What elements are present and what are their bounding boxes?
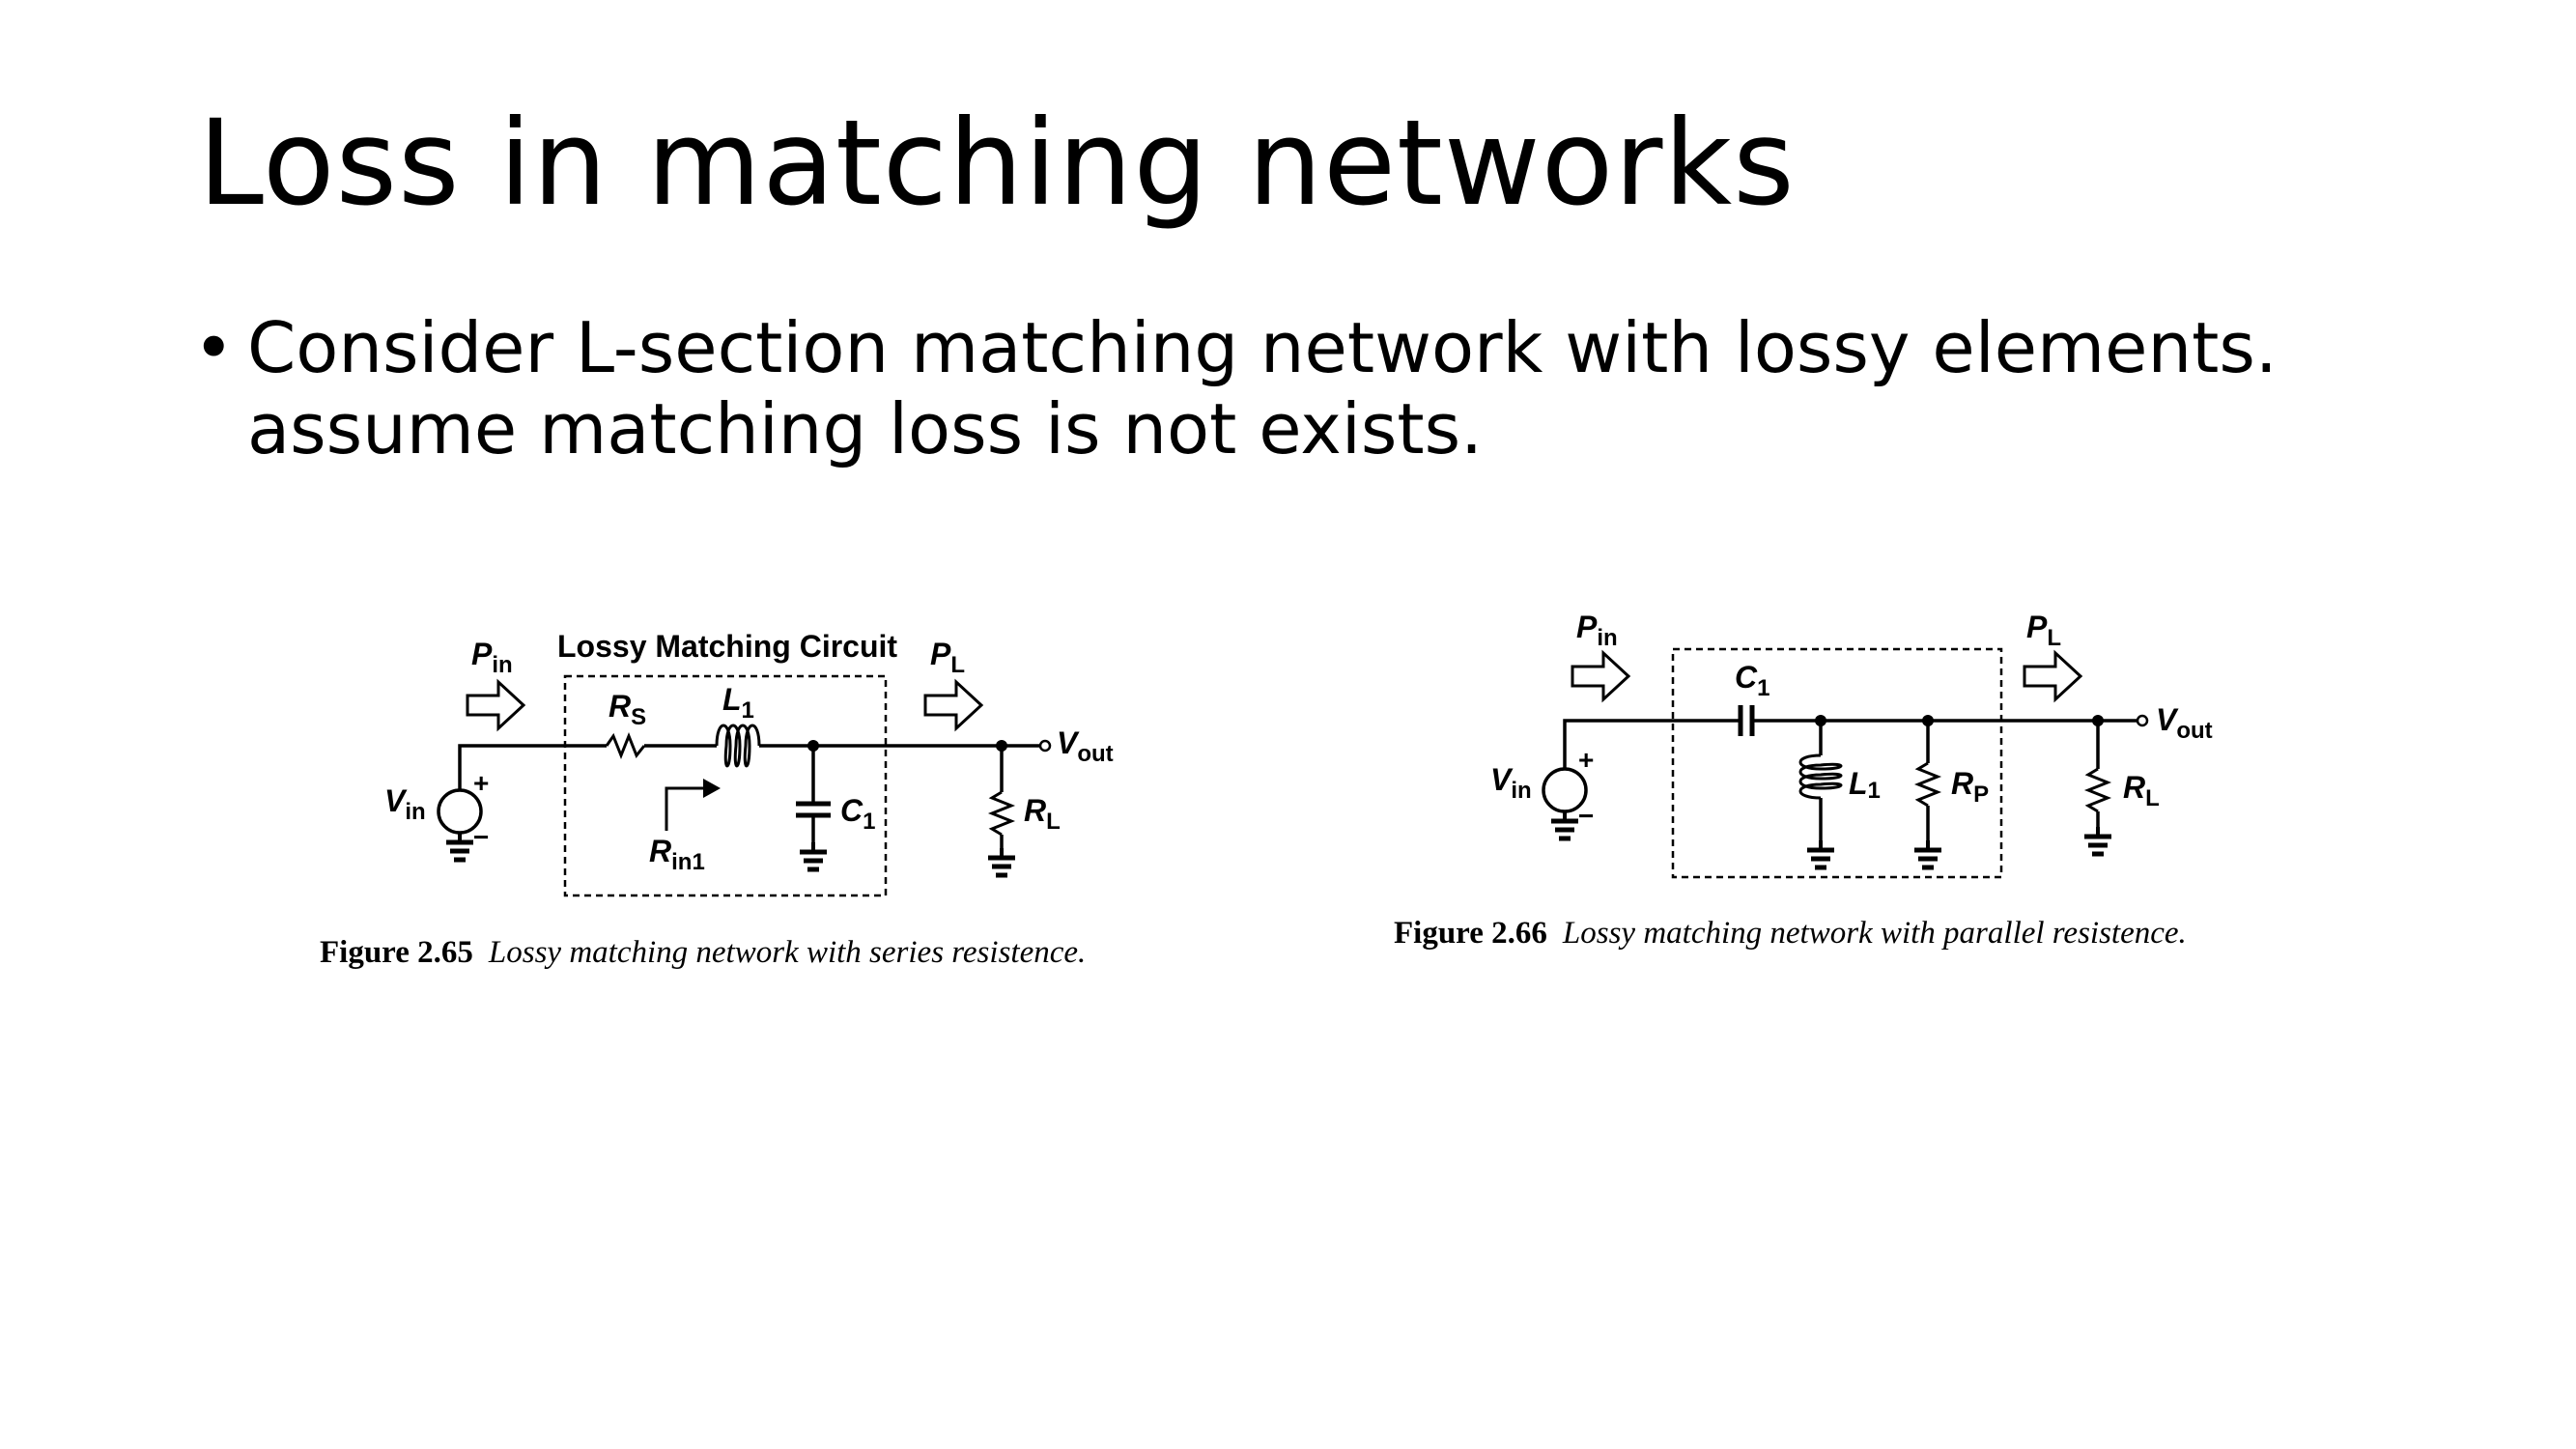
fig2-pl-arrow-icon: [2023, 649, 2083, 703]
fig2-l1-label: L1: [1849, 766, 1881, 804]
fig2-c1-label: C1: [1735, 660, 1769, 701]
fig1-rs-label: RS: [609, 689, 646, 730]
bullet-text: Consider L-section matching network with…: [247, 307, 2278, 469]
fig1-pl-label: PL: [930, 637, 965, 678]
fig1-rin-arrow-icon: [665, 786, 707, 831]
slide-title: Loss in matching networks: [198, 95, 1796, 232]
fig1-vout-label: Vout: [1057, 725, 1114, 767]
fig1-dashed-box: [563, 674, 888, 897]
fig1-rl-label: RL: [1024, 793, 1061, 835]
fig2-plus-sign: +: [1578, 745, 1594, 775]
figure-2-66: Pin PL + − Vin C1 L1 RP: [1394, 610, 2213, 951]
bullet-line-1: Consider L-section matching network with…: [247, 307, 2278, 388]
fig2-rl-ground-icon: [2084, 827, 2111, 854]
figure-2-65: Pin Lossy Matching Circuit PL + − Vin RS…: [320, 629, 1114, 970]
bullet-line-2: assume matching loss is not exists.: [247, 388, 1483, 469]
fig2-inductor-l1-icon: [1798, 753, 1843, 800]
fig1-resistor-rl-icon: [987, 790, 1016, 837]
fig2-vin-label: Vin: [1490, 762, 1532, 804]
fig1-pl-arrow-icon: [923, 678, 984, 732]
fig1-rin-label: Rin1: [649, 834, 705, 875]
fig2-vout-label: Vout: [2156, 702, 2213, 744]
fig1-vout-terminal-icon: [1038, 739, 1052, 753]
fig1-c1-ground-icon: [800, 842, 827, 869]
fig1-wire-left: [458, 744, 607, 790]
fig1-ground-icon: [446, 833, 473, 860]
fig1-box-label: Lossy Matching Circuit: [557, 629, 897, 664]
fig1-pin-arrow-icon: [466, 678, 526, 732]
fig1-l1-label: L1: [722, 682, 754, 724]
fig2-rp-label: RP: [1951, 766, 1989, 808]
fig2-dashed-box: [1671, 647, 2003, 879]
fig2-pin-arrow-icon: [1571, 649, 1631, 703]
fig1-pin-label: Pin: [471, 637, 513, 678]
fig2-wire-left: [1563, 719, 1739, 769]
fig2-ground-icon: [1551, 811, 1578, 838]
fig2-resistor-rp-icon: [1913, 761, 1942, 808]
fig1-c1-label: C1: [840, 793, 875, 835]
fig2-l1-ground-icon: [1807, 840, 1834, 867]
fig1-vin-label: Vin: [384, 783, 426, 825]
fig2-minus-sign: −: [1578, 801, 1594, 831]
fig1-minus-sign: −: [473, 822, 489, 852]
fig1-resistor-rs-icon: [605, 731, 646, 760]
fig1-plus-sign: +: [473, 768, 489, 798]
fig2-rp-ground-icon: [1914, 840, 1941, 867]
fig2-vout-terminal-icon: [2136, 714, 2149, 727]
fig2-pl-label: PL: [2026, 610, 2061, 651]
fig1-rl-ground-icon: [988, 848, 1015, 875]
fig2-resistor-rl-icon: [2083, 767, 2112, 813]
fig2-rl-label: RL: [2123, 770, 2160, 811]
bullet-marker: •: [193, 307, 235, 388]
fig1-inductor-l1-icon: [715, 724, 761, 768]
fig2-pin-label: Pin: [1576, 610, 1618, 651]
